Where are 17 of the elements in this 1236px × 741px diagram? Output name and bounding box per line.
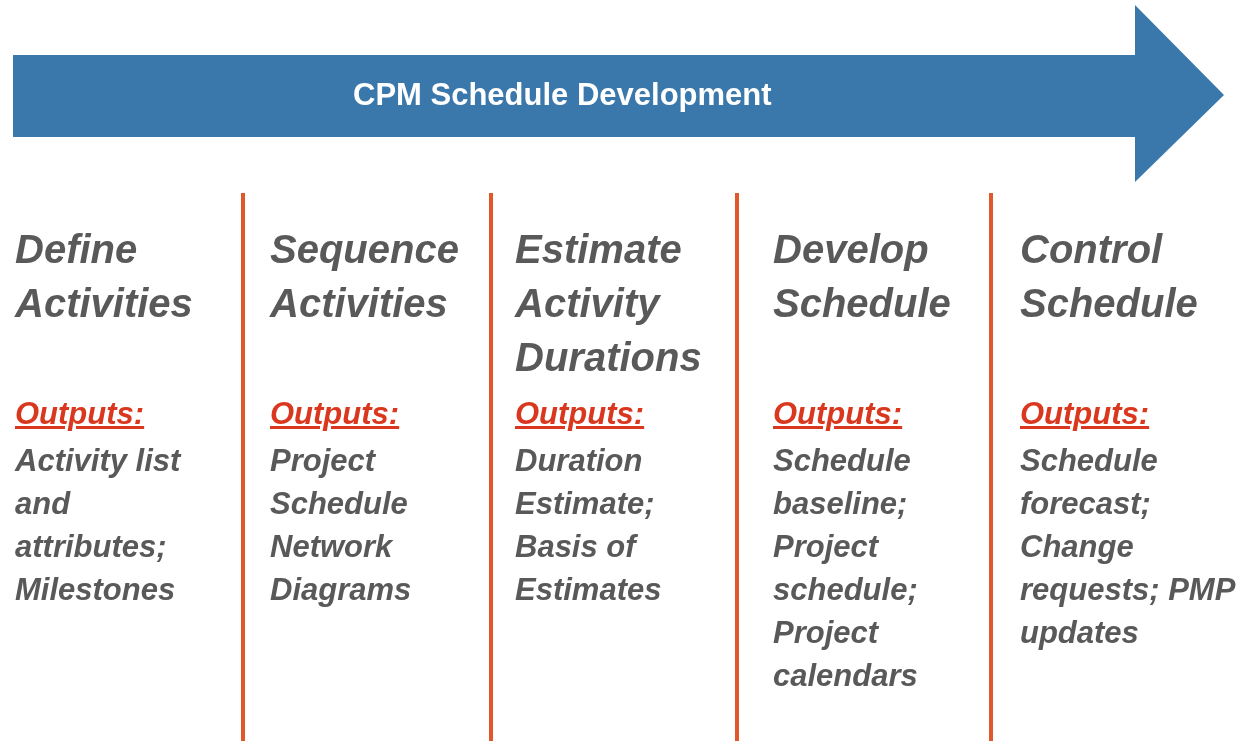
outputs-text: Activity list and attributes; Milestones: [15, 442, 183, 609]
outputs-label: Outputs:: [515, 395, 645, 433]
phase-heading: Define Activities: [15, 226, 194, 327]
phase-heading: Estimate Activity Durations: [515, 226, 703, 381]
arrow-label: CPM Schedule Development: [353, 77, 772, 113]
outputs-label: Outputs:: [270, 395, 400, 433]
process-arrow: [13, 5, 1224, 182]
outputs-text: Schedule forecast; Change requests; PMP updates: [1020, 442, 1235, 652]
outputs-label: Outputs:: [15, 395, 145, 433]
phase-heading: Sequence Activities: [270, 226, 460, 327]
phase-heading: Develop Schedule: [773, 226, 952, 327]
outputs-label: Outputs:: [1020, 395, 1150, 433]
outputs-label: Outputs:: [773, 395, 903, 433]
outputs-text: Schedule baseline; Project schedule; Project calendars: [773, 442, 919, 695]
outputs-text: Duration Estimate; Basis of Estimates: [515, 442, 663, 609]
phase-heading: Control Schedule: [1020, 226, 1199, 327]
outputs-text: Project Schedule Network Diagrams: [270, 442, 413, 609]
